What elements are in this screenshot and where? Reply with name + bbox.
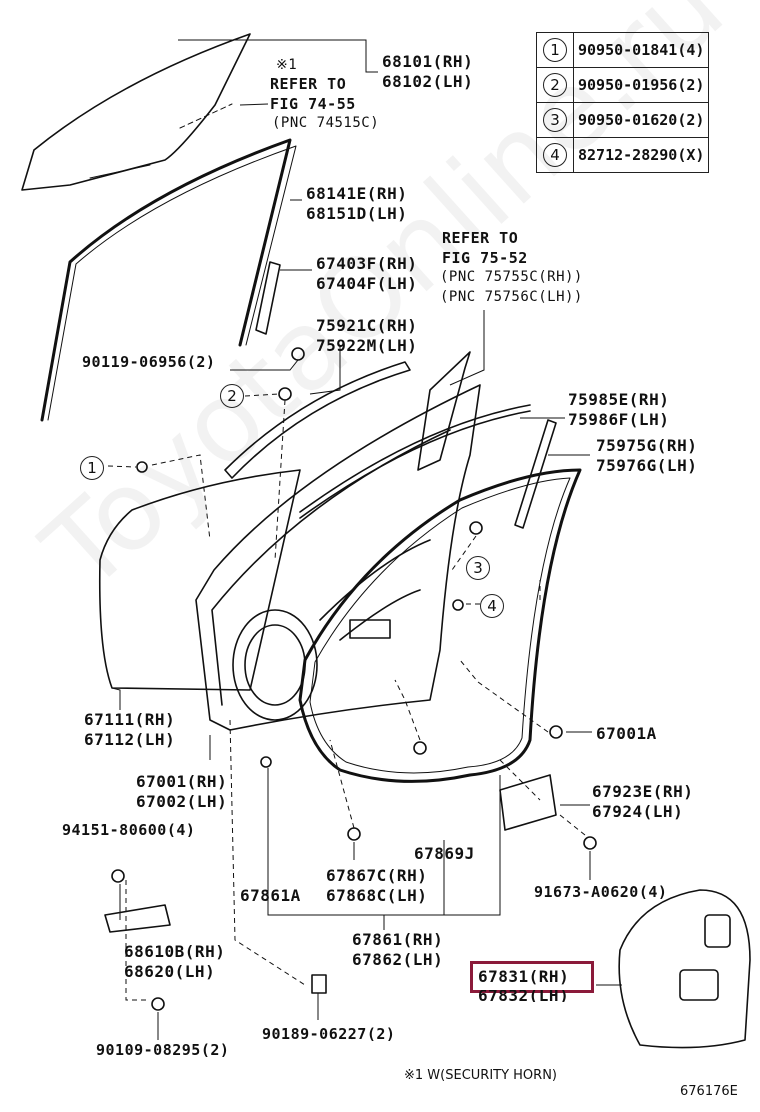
bolt-90189 — [311, 974, 327, 994]
callout-68101: 68101(RH) — [382, 52, 474, 71]
door-weatherstrip — [298, 468, 582, 783]
sash-strip — [255, 261, 281, 335]
callout-67923E: 67923E(RH) — [592, 782, 694, 801]
callout-68610B: 68610B(RH) — [124, 942, 226, 961]
callout-75975G: 75975G(RH) — [596, 436, 698, 455]
legend-part: 90950-01620(2) — [572, 102, 710, 138]
clip-screw — [291, 347, 305, 361]
callout-67404F: 67404F(LH) — [316, 274, 418, 293]
plug-67001A — [549, 725, 563, 739]
service-hole-cover — [618, 889, 751, 1049]
refer-label-1a: REFER TO — [270, 75, 347, 93]
callout-67861: 67861(RH) — [352, 930, 444, 949]
callout-67111: 67111(RH) — [84, 710, 176, 729]
footnote: ※1 W(SECURITY HORN) — [404, 1068, 557, 1083]
callout-67831[interactable]: 67831(RH) — [478, 967, 570, 986]
legend-row: 3 90950-01620(2) — [536, 102, 710, 138]
callout-67001: 67001(RH) — [136, 772, 228, 791]
clip-67869J — [413, 741, 427, 755]
callout-75986F: 75986F(LH) — [568, 410, 670, 429]
callout-90189: 90189-06227(2) — [262, 1025, 396, 1043]
hinge-bracket — [499, 774, 557, 831]
bolt-90109 — [151, 997, 165, 1011]
callout-94151: 94151-80600(4) — [62, 821, 196, 839]
legend-part: 90950-01956(2) — [572, 67, 710, 103]
callout-68151D: 68151D(LH) — [306, 204, 408, 223]
legend-marker: 4 — [543, 143, 567, 167]
callout-75922M: 75922M(LH) — [316, 336, 418, 355]
outer-moulding — [224, 361, 411, 479]
callout-67002: 67002(LH) — [136, 792, 228, 811]
callout-68141E: 68141E(RH) — [306, 184, 408, 203]
callout-75921C: 75921C(RH) — [316, 316, 418, 335]
refer-label-2c: (PNC 75755C(RH)) — [440, 269, 583, 285]
callout-91673: 91673-A0620(4) — [534, 883, 668, 901]
callout-67112: 67112(LH) — [84, 730, 176, 749]
callout-75985E: 75985E(RH) — [568, 390, 670, 409]
belt-strip — [299, 404, 531, 513]
refer-label-2d: (PNC 75756C(LH)) — [440, 289, 583, 305]
legend-marker: 3 — [543, 108, 567, 132]
bolt-94151 — [111, 869, 125, 883]
marker-3: 3 — [466, 556, 490, 580]
callout-68620: 68620(LH) — [124, 962, 216, 981]
callout-90119: 90119-06956(2) — [82, 353, 216, 371]
refer-label-1c: (PNC 74515C) — [272, 115, 380, 131]
marker-1: 1 — [80, 456, 104, 480]
door-outer-panel — [98, 469, 301, 691]
clip-4 — [452, 599, 464, 611]
refer-label-2a: REFER TO — [442, 229, 519, 247]
clip-2 — [278, 387, 292, 401]
callout-67924: 67924(LH) — [592, 802, 684, 821]
figure-number: 676176E — [680, 1084, 738, 1099]
door-frame — [195, 384, 481, 731]
marker-4: 4 — [480, 594, 504, 618]
callout-67832: 67832(LH) — [478, 990, 570, 1002]
legend-marker: 1 — [543, 38, 567, 62]
legend-row: 2 90950-01956(2) — [536, 67, 710, 103]
legend-marker: 2 — [543, 73, 567, 97]
door-check — [104, 904, 171, 933]
legend-row: 1 90950-01841(4) — [536, 32, 710, 68]
clip-1 — [136, 461, 148, 473]
legend-part: 90950-01841(4) — [572, 32, 710, 68]
marker-2: 2 — [220, 384, 244, 408]
callout-67862: 67862(LH) — [352, 950, 444, 969]
callout-75976G: 75976G(LH) — [596, 456, 698, 475]
bolt-91673 — [583, 836, 597, 850]
fastener-legend: 1 90950-01841(4) 2 90950-01956(2) 3 9095… — [536, 32, 710, 173]
callout-67861A: 67861A — [240, 886, 301, 905]
clip-3 — [469, 521, 483, 535]
door-glass — [21, 33, 251, 191]
callout-67403F: 67403F(RH) — [316, 254, 418, 273]
legend-row: 4 82712-28290(X) — [536, 137, 710, 173]
refer-label-1b: FIG 74-55 — [270, 95, 356, 113]
selected-part-highlight — [470, 961, 594, 993]
callout-90109: 90109-08295(2) — [96, 1041, 230, 1059]
callout-67869J: 67869J — [414, 844, 475, 863]
run-channel — [40, 138, 292, 422]
clip-67867C — [347, 827, 361, 841]
callout-67867C: 67867C(RH) — [326, 866, 428, 885]
callout-67001A: 67001A — [596, 724, 657, 743]
refer-label-2b: FIG 75-52 — [442, 249, 528, 267]
note-mark: ※1 — [276, 57, 298, 73]
callout-67868C: 67868C(LH) — [326, 886, 428, 905]
callout-68102: 68102(LH) — [382, 72, 474, 91]
legend-part: 82712-28290(X) — [572, 137, 710, 173]
